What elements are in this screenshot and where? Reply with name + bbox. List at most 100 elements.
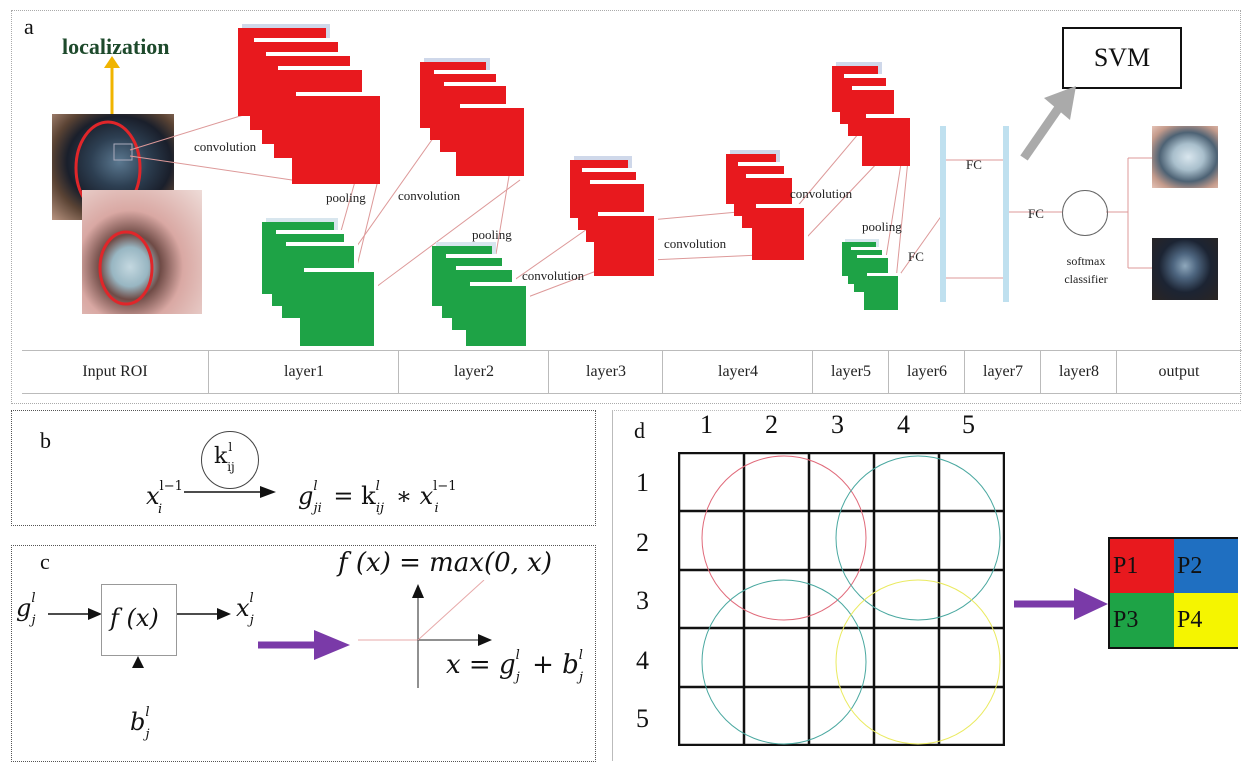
panel-label-c: c — [40, 549, 50, 574]
g-sub: ji — [313, 501, 322, 516]
fc-layer6-bar — [940, 126, 946, 302]
svm-box: SVM — [1062, 27, 1182, 89]
grid-col-label: 3 — [831, 410, 844, 439]
roi-ellipse-2 — [98, 230, 154, 306]
grid-col-label: 1 — [700, 410, 713, 439]
panel-c-frame — [11, 545, 596, 762]
layer-label: layer6 — [888, 351, 965, 393]
grid-row-label: 4 — [636, 646, 649, 675]
eq-star-x: ∗ x — [395, 482, 434, 510]
layer3-conv-map — [594, 216, 654, 276]
panel-label-a: a — [24, 14, 34, 39]
grid-col-label: 2 — [765, 410, 778, 439]
layer-label: layer4 — [662, 351, 813, 393]
purple-arrow — [258, 630, 350, 660]
layer5-conv-map — [862, 118, 910, 166]
layer-label-bar: Input ROI layer1 layer2 layer3 layer4 la… — [22, 350, 1242, 394]
grid-row-label: 5 — [636, 704, 649, 733]
x-input: x — [146, 482, 160, 510]
kernel-sub: ij — [227, 460, 235, 474]
kernel-symbol: kl ij — [214, 440, 239, 474]
panel-b-frame — [11, 410, 596, 526]
grid-col-label: 4 — [897, 410, 910, 439]
relu-formula: f (x) = max(0, x) — [338, 548, 552, 578]
x-output: x — [236, 594, 250, 622]
pooling-grid — [678, 452, 1005, 746]
activation-func: f (x) — [110, 604, 159, 632]
layer-label: layer1 — [208, 351, 399, 393]
x-eq-sup: l — [515, 648, 520, 663]
kernel-sup: l — [228, 440, 233, 454]
layer2-pool-map — [466, 286, 526, 346]
g-input-sub: j — [31, 613, 36, 628]
output-arrow — [177, 608, 231, 620]
eq-end-sup: l−1 — [433, 479, 457, 494]
eq-end-sub: i — [434, 501, 439, 516]
layer-label: layer2 — [398, 351, 549, 393]
x-output-sub: j — [249, 613, 254, 628]
op-label-fc: FC — [908, 249, 924, 264]
panel-label-b: b — [40, 428, 51, 453]
panel-d-frame — [612, 410, 1241, 761]
op-label-convolution: convolution — [398, 188, 461, 203]
pool-cell-p2: P2 — [1174, 539, 1238, 593]
layer1-pool-map — [300, 272, 374, 346]
x-input-sup: l−1 — [159, 479, 183, 494]
bias-arrow — [132, 656, 144, 668]
conv-arrow — [184, 486, 276, 498]
grid-col-label: 5 — [962, 410, 975, 439]
grid-row-label: 2 — [636, 528, 649, 557]
eq-rhs-k: = k — [333, 482, 376, 510]
x-eq-plus-b: + b — [532, 650, 579, 680]
x-equals-formula: x = glj + blj — [446, 648, 587, 685]
g-input-sup: l — [31, 591, 36, 606]
g-symbol: g — [298, 482, 314, 510]
op-label-convolution: convolution — [194, 139, 257, 154]
grid-row-label: 1 — [636, 468, 649, 497]
pool-cell-p1: P1 — [1110, 539, 1174, 593]
purple-arrow — [1014, 588, 1108, 620]
bias-sup: l — [145, 705, 150, 720]
op-label-convolution: convolution — [522, 268, 585, 283]
layer-label: output — [1116, 351, 1241, 393]
kernel-k: k — [214, 444, 228, 469]
kernel-circle — [201, 431, 259, 489]
op-label-pooling: pooling — [862, 219, 902, 234]
g-input-symbol: glj — [16, 591, 40, 628]
layer2-conv-map — [456, 108, 524, 176]
pool-cell-p4: P4 — [1174, 593, 1238, 647]
layer-label: layer8 — [1040, 351, 1117, 393]
layer-label: layer7 — [964, 351, 1041, 393]
bias-symbol: blj — [130, 705, 154, 742]
op-label-convolution: convolution — [790, 186, 853, 201]
op-label-convolution: convolution — [664, 236, 727, 251]
op-label-fc: FC — [966, 157, 982, 172]
fc-layer7-bar — [1003, 126, 1009, 302]
x-output-symbol: xlj — [236, 591, 258, 628]
x-eq-sup2: l — [578, 648, 583, 663]
activation-box — [101, 584, 177, 656]
eq-rhs-sub: ij — [375, 501, 385, 516]
svm-arrow — [1020, 86, 1076, 161]
x-output-sup: l — [249, 591, 254, 606]
x-eq-g: x = g — [446, 650, 516, 680]
layer-label: layer3 — [548, 351, 663, 393]
x-eq-sub2: j — [578, 670, 583, 685]
localization-arrow — [104, 56, 120, 120]
pool-cell-p3: P3 — [1110, 593, 1174, 647]
input-eye-image-2 — [82, 190, 202, 314]
softmax-classifier-label: softmax classifier — [1064, 254, 1108, 286]
panel-a-frame — [11, 10, 1241, 404]
g-sup: l — [313, 479, 318, 494]
op-label-fc: FC — [1028, 206, 1044, 221]
conv-equation: glji = klij ∗ xl−1i — [298, 479, 461, 516]
x-input-symbol: xl−1 i — [146, 479, 183, 517]
localization-label: localization — [62, 34, 170, 59]
input-arrow — [48, 608, 102, 620]
relu-plot — [358, 580, 492, 688]
layer4-conv-map — [752, 208, 804, 260]
g-input: g — [16, 594, 32, 622]
output-eye-image-1 — [1152, 126, 1218, 188]
layer-label: Input ROI — [82, 363, 148, 380]
layer5-pool-map — [864, 276, 898, 310]
